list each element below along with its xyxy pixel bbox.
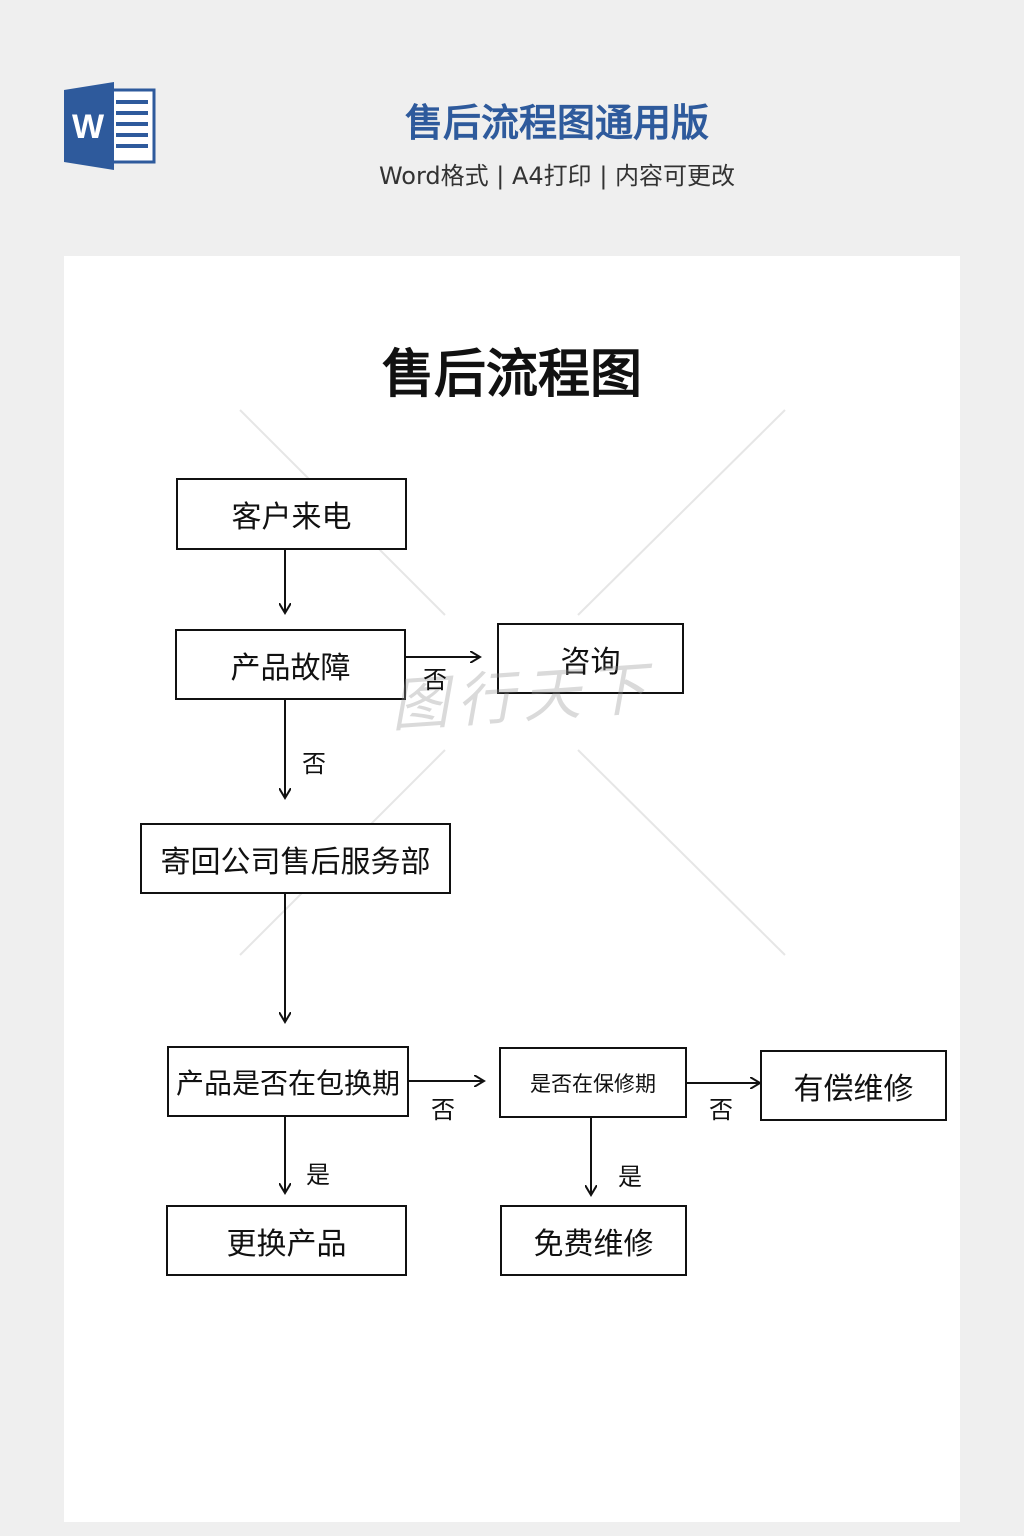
node-customer-call: 客户来电	[176, 478, 407, 550]
document-title: 售后流程图	[381, 344, 642, 405]
node-in-exchange-period: 产品是否在包换期	[167, 1046, 409, 1117]
label-no: 否	[423, 666, 447, 694]
node-paid-repair: 有偿维修	[760, 1050, 947, 1121]
label-yes: 是	[618, 1163, 642, 1191]
node-free-repair: 免费维修	[500, 1205, 687, 1276]
label-no: 否	[709, 1096, 733, 1124]
svg-text:W: W	[72, 108, 105, 146]
node-consult: 咨询	[497, 623, 684, 694]
label-no: 否	[302, 750, 326, 778]
label-yes: 是	[306, 1161, 330, 1189]
header-title: 售后流程图通用版	[404, 101, 709, 145]
node-product-fault: 产品故障	[175, 629, 406, 700]
header-subtitle: Word格式 | A4打印 | 内容可更改	[378, 162, 736, 190]
word-icon: W	[64, 82, 156, 170]
node-in-warranty: 是否在保修期	[499, 1047, 687, 1118]
label-no: 否	[431, 1096, 455, 1124]
node-send-back: 寄回公司售后服务部	[140, 823, 451, 894]
node-replace-product: 更换产品	[166, 1205, 407, 1276]
